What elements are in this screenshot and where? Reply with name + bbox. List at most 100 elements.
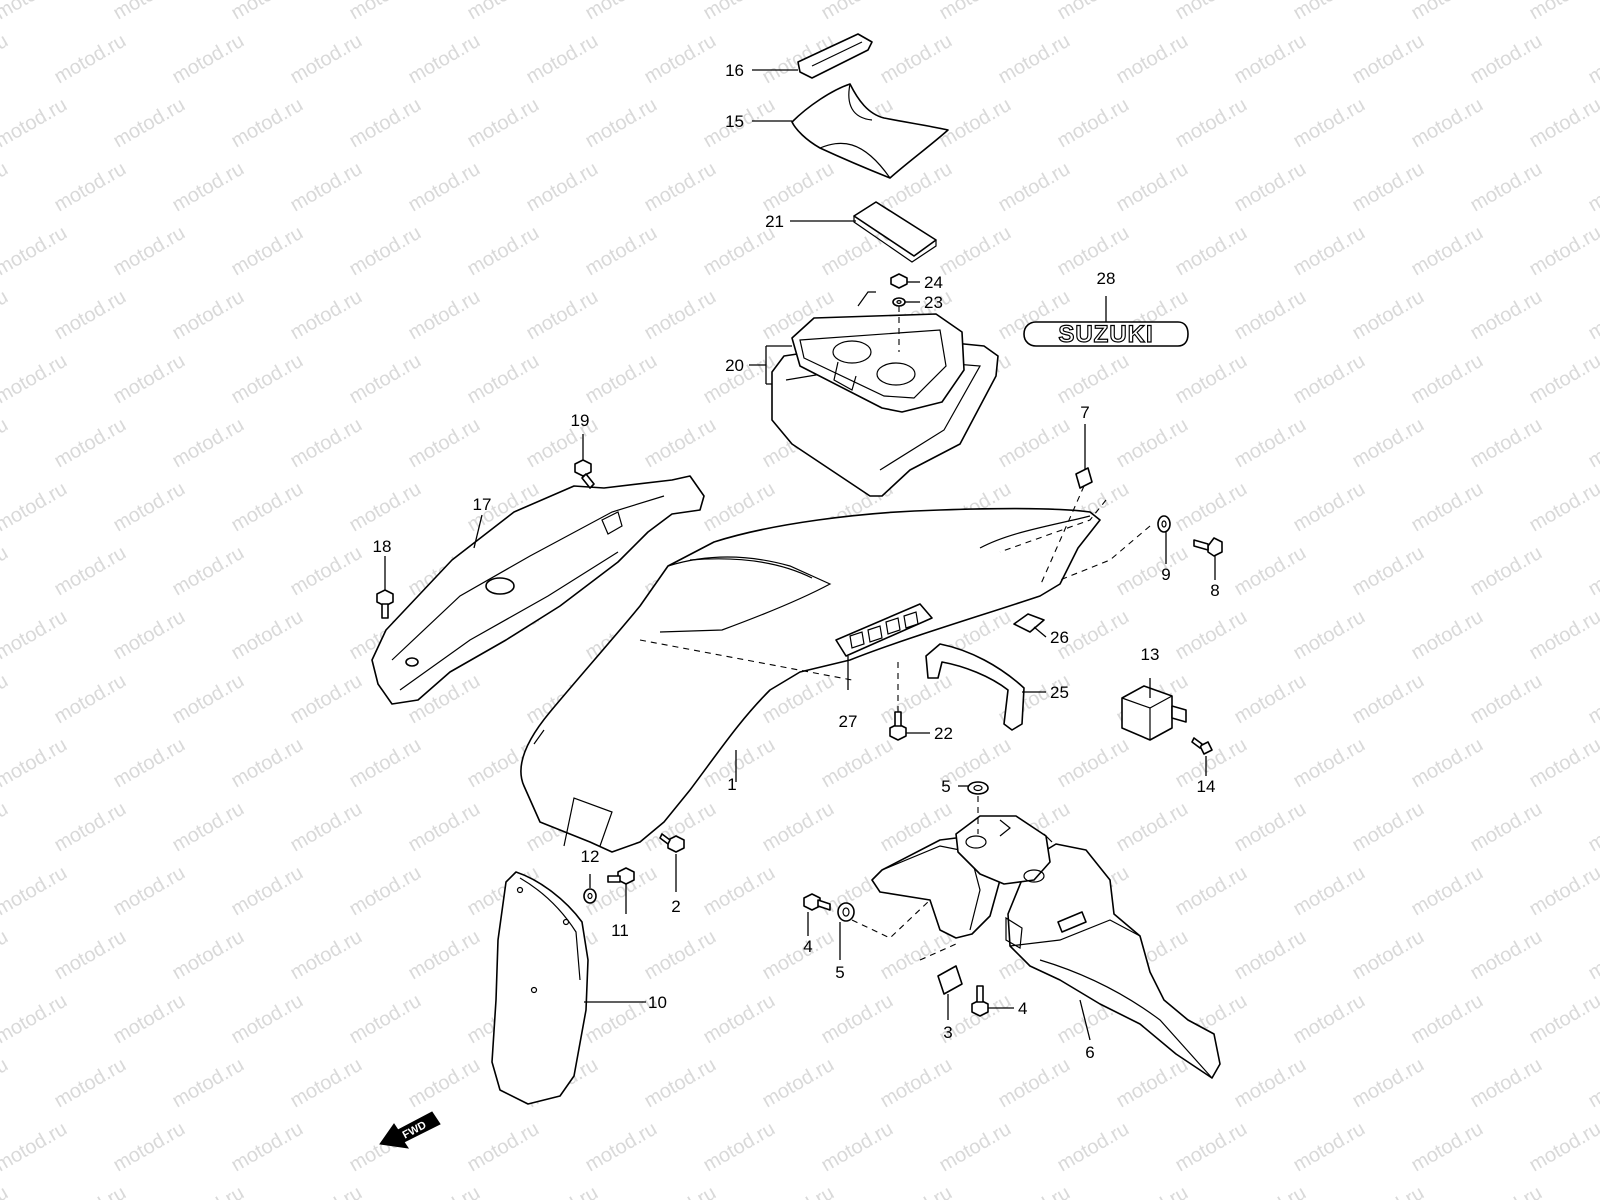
watermark-text: motod.ru bbox=[877, 1182, 956, 1200]
watermark-text: motod.ru bbox=[1290, 350, 1369, 409]
part-7-clip bbox=[1075, 467, 1093, 489]
watermark-text: motod.ru bbox=[169, 1054, 248, 1113]
watermark-text: motod.ru bbox=[1526, 94, 1600, 153]
callout-26: 26 bbox=[1050, 628, 1069, 647]
watermark-text: motod.ru bbox=[1408, 94, 1487, 153]
watermark-text: motod.ru bbox=[641, 30, 720, 89]
watermark-text: motod.ru bbox=[700, 990, 779, 1049]
watermark-text: motod.ru bbox=[169, 542, 248, 601]
watermark-text: motod.ru bbox=[51, 414, 130, 473]
callout-1: 1 bbox=[727, 775, 736, 794]
watermark-text: motod.ru bbox=[759, 158, 838, 217]
part-16-strap bbox=[797, 33, 873, 79]
watermark-text: motod.ru bbox=[1526, 990, 1600, 1049]
watermark-text: motod.ru bbox=[1467, 414, 1546, 473]
watermark-text: motod.ru bbox=[228, 350, 307, 409]
watermark-text: motod.ru bbox=[346, 94, 425, 153]
watermark-text: motod.ru bbox=[759, 1054, 838, 1113]
watermark-text: motod.ru bbox=[877, 670, 956, 729]
watermark-text: motod.ru bbox=[1526, 606, 1600, 665]
watermark-text: motod.ru bbox=[759, 926, 838, 985]
watermark-text: motod.ru bbox=[0, 94, 71, 153]
watermark-text: motod.ru bbox=[1290, 1118, 1369, 1177]
watermark-text: motod.ru bbox=[0, 350, 71, 409]
watermark-text: motod.ru bbox=[51, 926, 130, 985]
watermark-text: motod.ru bbox=[1113, 1182, 1192, 1200]
watermark-text: motod.ru bbox=[936, 1118, 1015, 1177]
watermark-text: motod.ru bbox=[1349, 542, 1428, 601]
watermark-text: motod.ru bbox=[1408, 1118, 1487, 1177]
watermark-text: motod.ru bbox=[995, 1054, 1074, 1113]
leader-lines bbox=[384, 69, 1216, 1041]
watermark-text: motod.ru bbox=[582, 0, 661, 24]
watermark-text: motod.ru bbox=[641, 926, 720, 985]
watermark-text: motod.ru bbox=[1349, 798, 1428, 857]
watermark-text: motod.ru bbox=[1585, 286, 1600, 345]
watermark-text: motod.ru bbox=[1113, 1054, 1192, 1113]
watermark-text: motod.ru bbox=[759, 798, 838, 857]
watermark-text: motod.ru bbox=[110, 94, 189, 153]
watermark-text: motod.ru bbox=[1113, 30, 1192, 89]
watermark-text: motod.ru bbox=[1172, 862, 1251, 921]
watermark-text: motod.ru bbox=[51, 542, 130, 601]
part-18-bolt bbox=[376, 589, 394, 619]
callout-12: 12 bbox=[581, 847, 600, 866]
watermark-text: motod.ru bbox=[51, 798, 130, 857]
callout-13: 13 bbox=[1141, 645, 1160, 664]
watermark-text: motod.ru bbox=[0, 862, 71, 921]
part-27-emblem-plate bbox=[835, 603, 933, 657]
watermark-text: motod.ru bbox=[818, 734, 897, 793]
part-28-suzuki-emblem: SUZUKI bbox=[1023, 320, 1189, 349]
watermark-text: motod.ru bbox=[287, 414, 366, 473]
watermark-text: motod.ru bbox=[700, 478, 779, 537]
callout-10: 10 bbox=[648, 993, 667, 1012]
watermark-text: motod.ru bbox=[0, 990, 71, 1049]
watermark-text: motod.ru bbox=[228, 478, 307, 537]
watermark-text: motod.ru bbox=[0, 606, 71, 665]
watermark-text: motod.ru bbox=[700, 862, 779, 921]
watermark-text: motod.ru bbox=[51, 158, 130, 217]
watermark-text: motod.ru bbox=[1231, 926, 1310, 985]
watermark-text: motod.ru bbox=[0, 414, 12, 473]
watermark-text: motod.ru bbox=[346, 862, 425, 921]
watermark-text: motod.ru bbox=[1290, 734, 1369, 793]
watermark-text: motod.ru bbox=[110, 0, 189, 24]
watermark-text: motod.ru bbox=[346, 222, 425, 281]
watermark-text: motod.ru bbox=[1172, 0, 1251, 24]
part-24-nut bbox=[890, 273, 908, 289]
part-4-bolt-lower bbox=[971, 985, 989, 1017]
watermark-text: motod.ru bbox=[405, 286, 484, 345]
callout-9: 9 bbox=[1161, 565, 1170, 584]
watermark-text: motod.ru bbox=[641, 414, 720, 473]
watermark-text: motod.ru bbox=[1172, 222, 1251, 281]
callout-27: 27 bbox=[839, 712, 858, 731]
part-8-bolt bbox=[1193, 537, 1223, 557]
watermark-text: motod.ru bbox=[936, 0, 1015, 24]
watermark-text: motod.ru bbox=[169, 1182, 248, 1200]
watermark-text: motod.ru bbox=[0, 478, 71, 537]
watermark-text: motod.ru bbox=[641, 1182, 720, 1200]
watermark-text: motod.ru bbox=[1231, 798, 1310, 857]
watermark-text: motod.ru bbox=[1467, 1054, 1546, 1113]
watermark-text: motod.ru bbox=[1113, 542, 1192, 601]
watermark-text: motod.ru bbox=[0, 222, 71, 281]
part-9-washer bbox=[1157, 515, 1171, 533]
watermark-text: motod.ru bbox=[582, 222, 661, 281]
watermark-text: motod.ru bbox=[1290, 94, 1369, 153]
watermark-text: motod.ru bbox=[1585, 414, 1600, 473]
watermark-text: motod.ru bbox=[1585, 926, 1600, 985]
watermark-text: motod.ru bbox=[1408, 734, 1487, 793]
watermark-text: motod.ru bbox=[287, 798, 366, 857]
watermark-text: motod.ru bbox=[1585, 1054, 1600, 1113]
watermark-text: motod.ru bbox=[464, 1118, 543, 1177]
watermark-text: motod.ru bbox=[1054, 0, 1133, 24]
watermark-text: motod.ru bbox=[995, 1182, 1074, 1200]
watermark-text: motod.ru bbox=[1231, 542, 1310, 601]
watermark-text: motod.ru bbox=[1054, 222, 1133, 281]
callout-14: 14 bbox=[1197, 777, 1216, 796]
watermark-text: motod.ru bbox=[1290, 222, 1369, 281]
watermark-text: motod.ru bbox=[1526, 862, 1600, 921]
part-25-grip bbox=[925, 643, 1025, 731]
watermark-text: motod.ru bbox=[1408, 478, 1487, 537]
watermark-text: motod.ru bbox=[405, 158, 484, 217]
